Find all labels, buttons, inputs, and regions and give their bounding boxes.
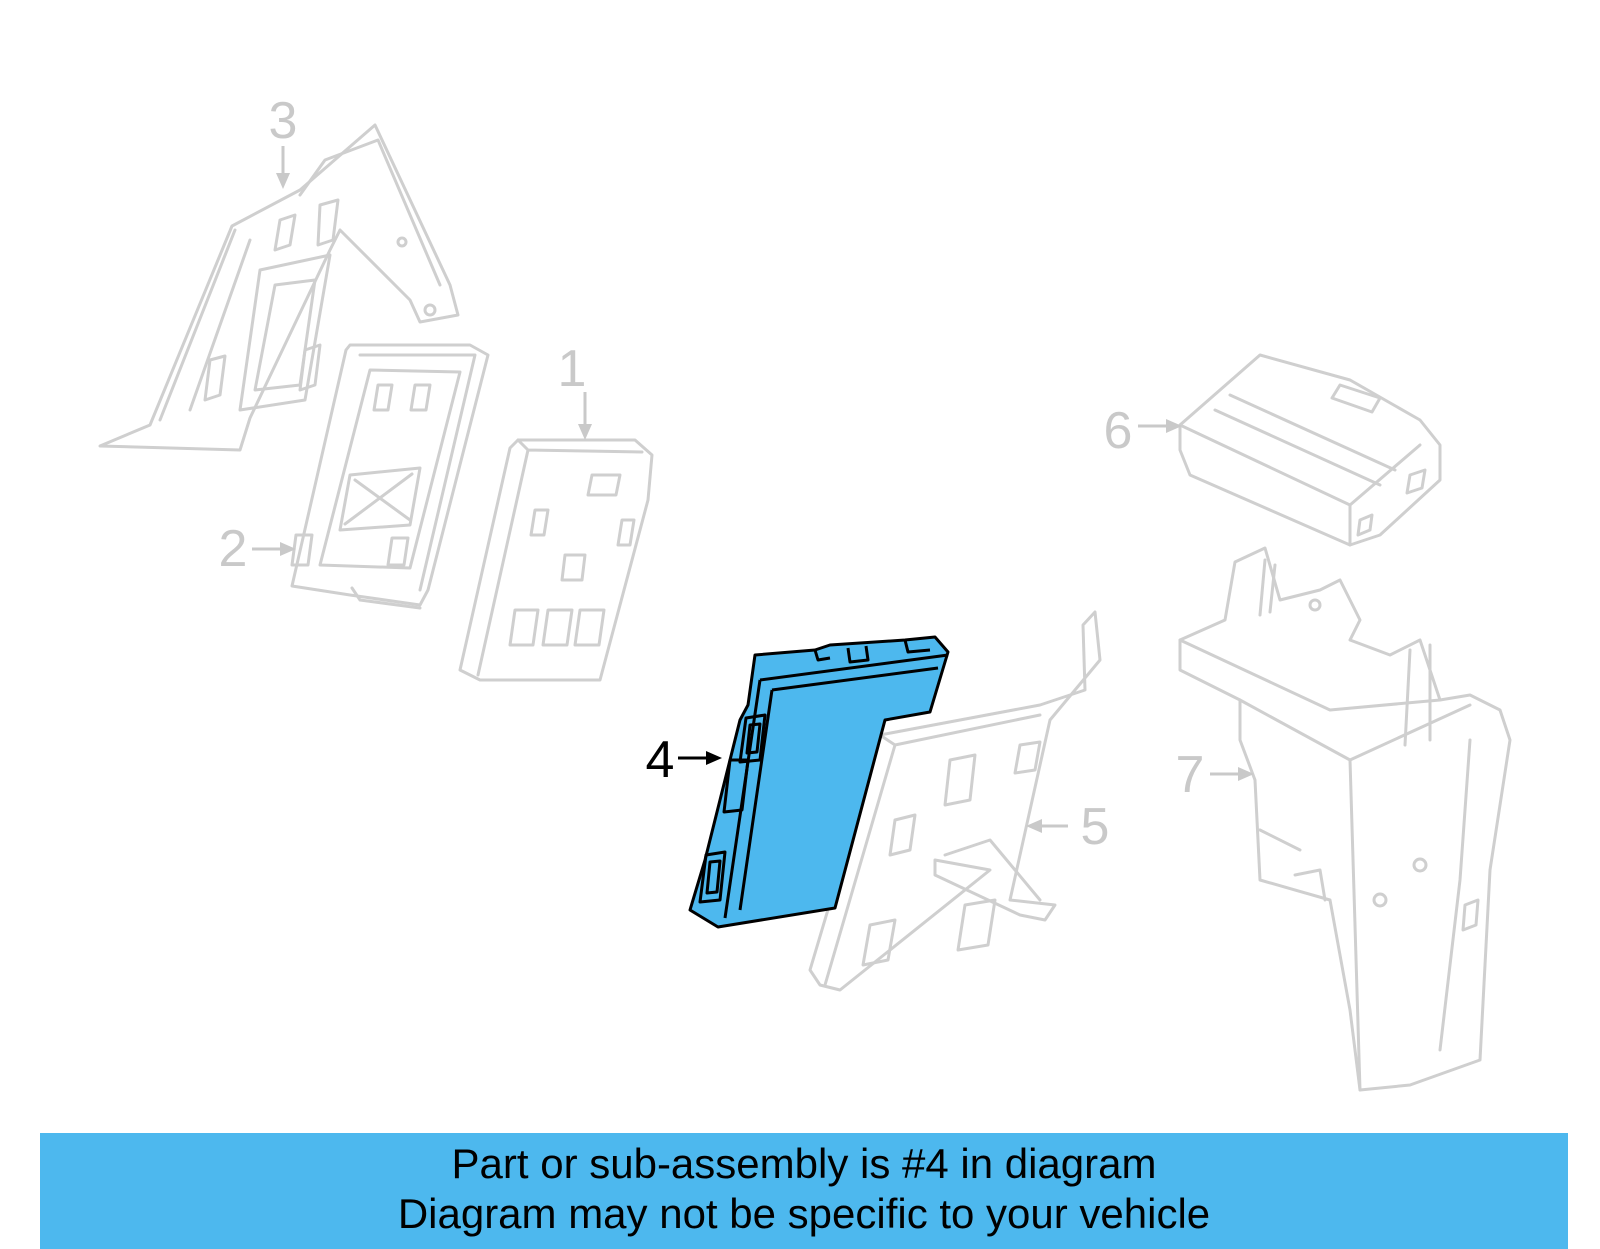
callout-6: 6: [1104, 402, 1182, 460]
callout-1: 1: [558, 340, 592, 440]
part-4-module-highlighted: [688, 635, 950, 929]
part-3-bracket: [98, 123, 460, 452]
callout-3-label: 3: [269, 92, 298, 150]
callout-4-label: 4: [646, 731, 675, 789]
part-1-module: [458, 438, 654, 682]
callout-3: 3: [269, 92, 298, 189]
callout-6-label: 6: [1104, 402, 1133, 460]
callout-7-label: 7: [1176, 746, 1205, 804]
part-7-bracket: [1178, 546, 1512, 1092]
callout-5-label: 5: [1081, 798, 1110, 856]
part-5-bracket: [808, 610, 1102, 992]
callout-4: 4: [646, 731, 722, 789]
part-2-frame: [290, 343, 490, 610]
part-info-banner: Part or sub-assembly is #4 in diagram Di…: [40, 1133, 1568, 1249]
part-6-module: [1178, 353, 1442, 547]
callout-2-label: 2: [219, 520, 248, 578]
callout-2: 2: [219, 520, 296, 578]
callout-1-label: 1: [558, 340, 587, 398]
banner-line-1: Part or sub-assembly is #4 in diagram: [451, 1140, 1157, 1187]
callout-5: 5: [1026, 798, 1109, 856]
banner-line-2: Diagram may not be specific to your vehi…: [397, 1190, 1211, 1237]
callout-7: 7: [1176, 746, 1254, 804]
